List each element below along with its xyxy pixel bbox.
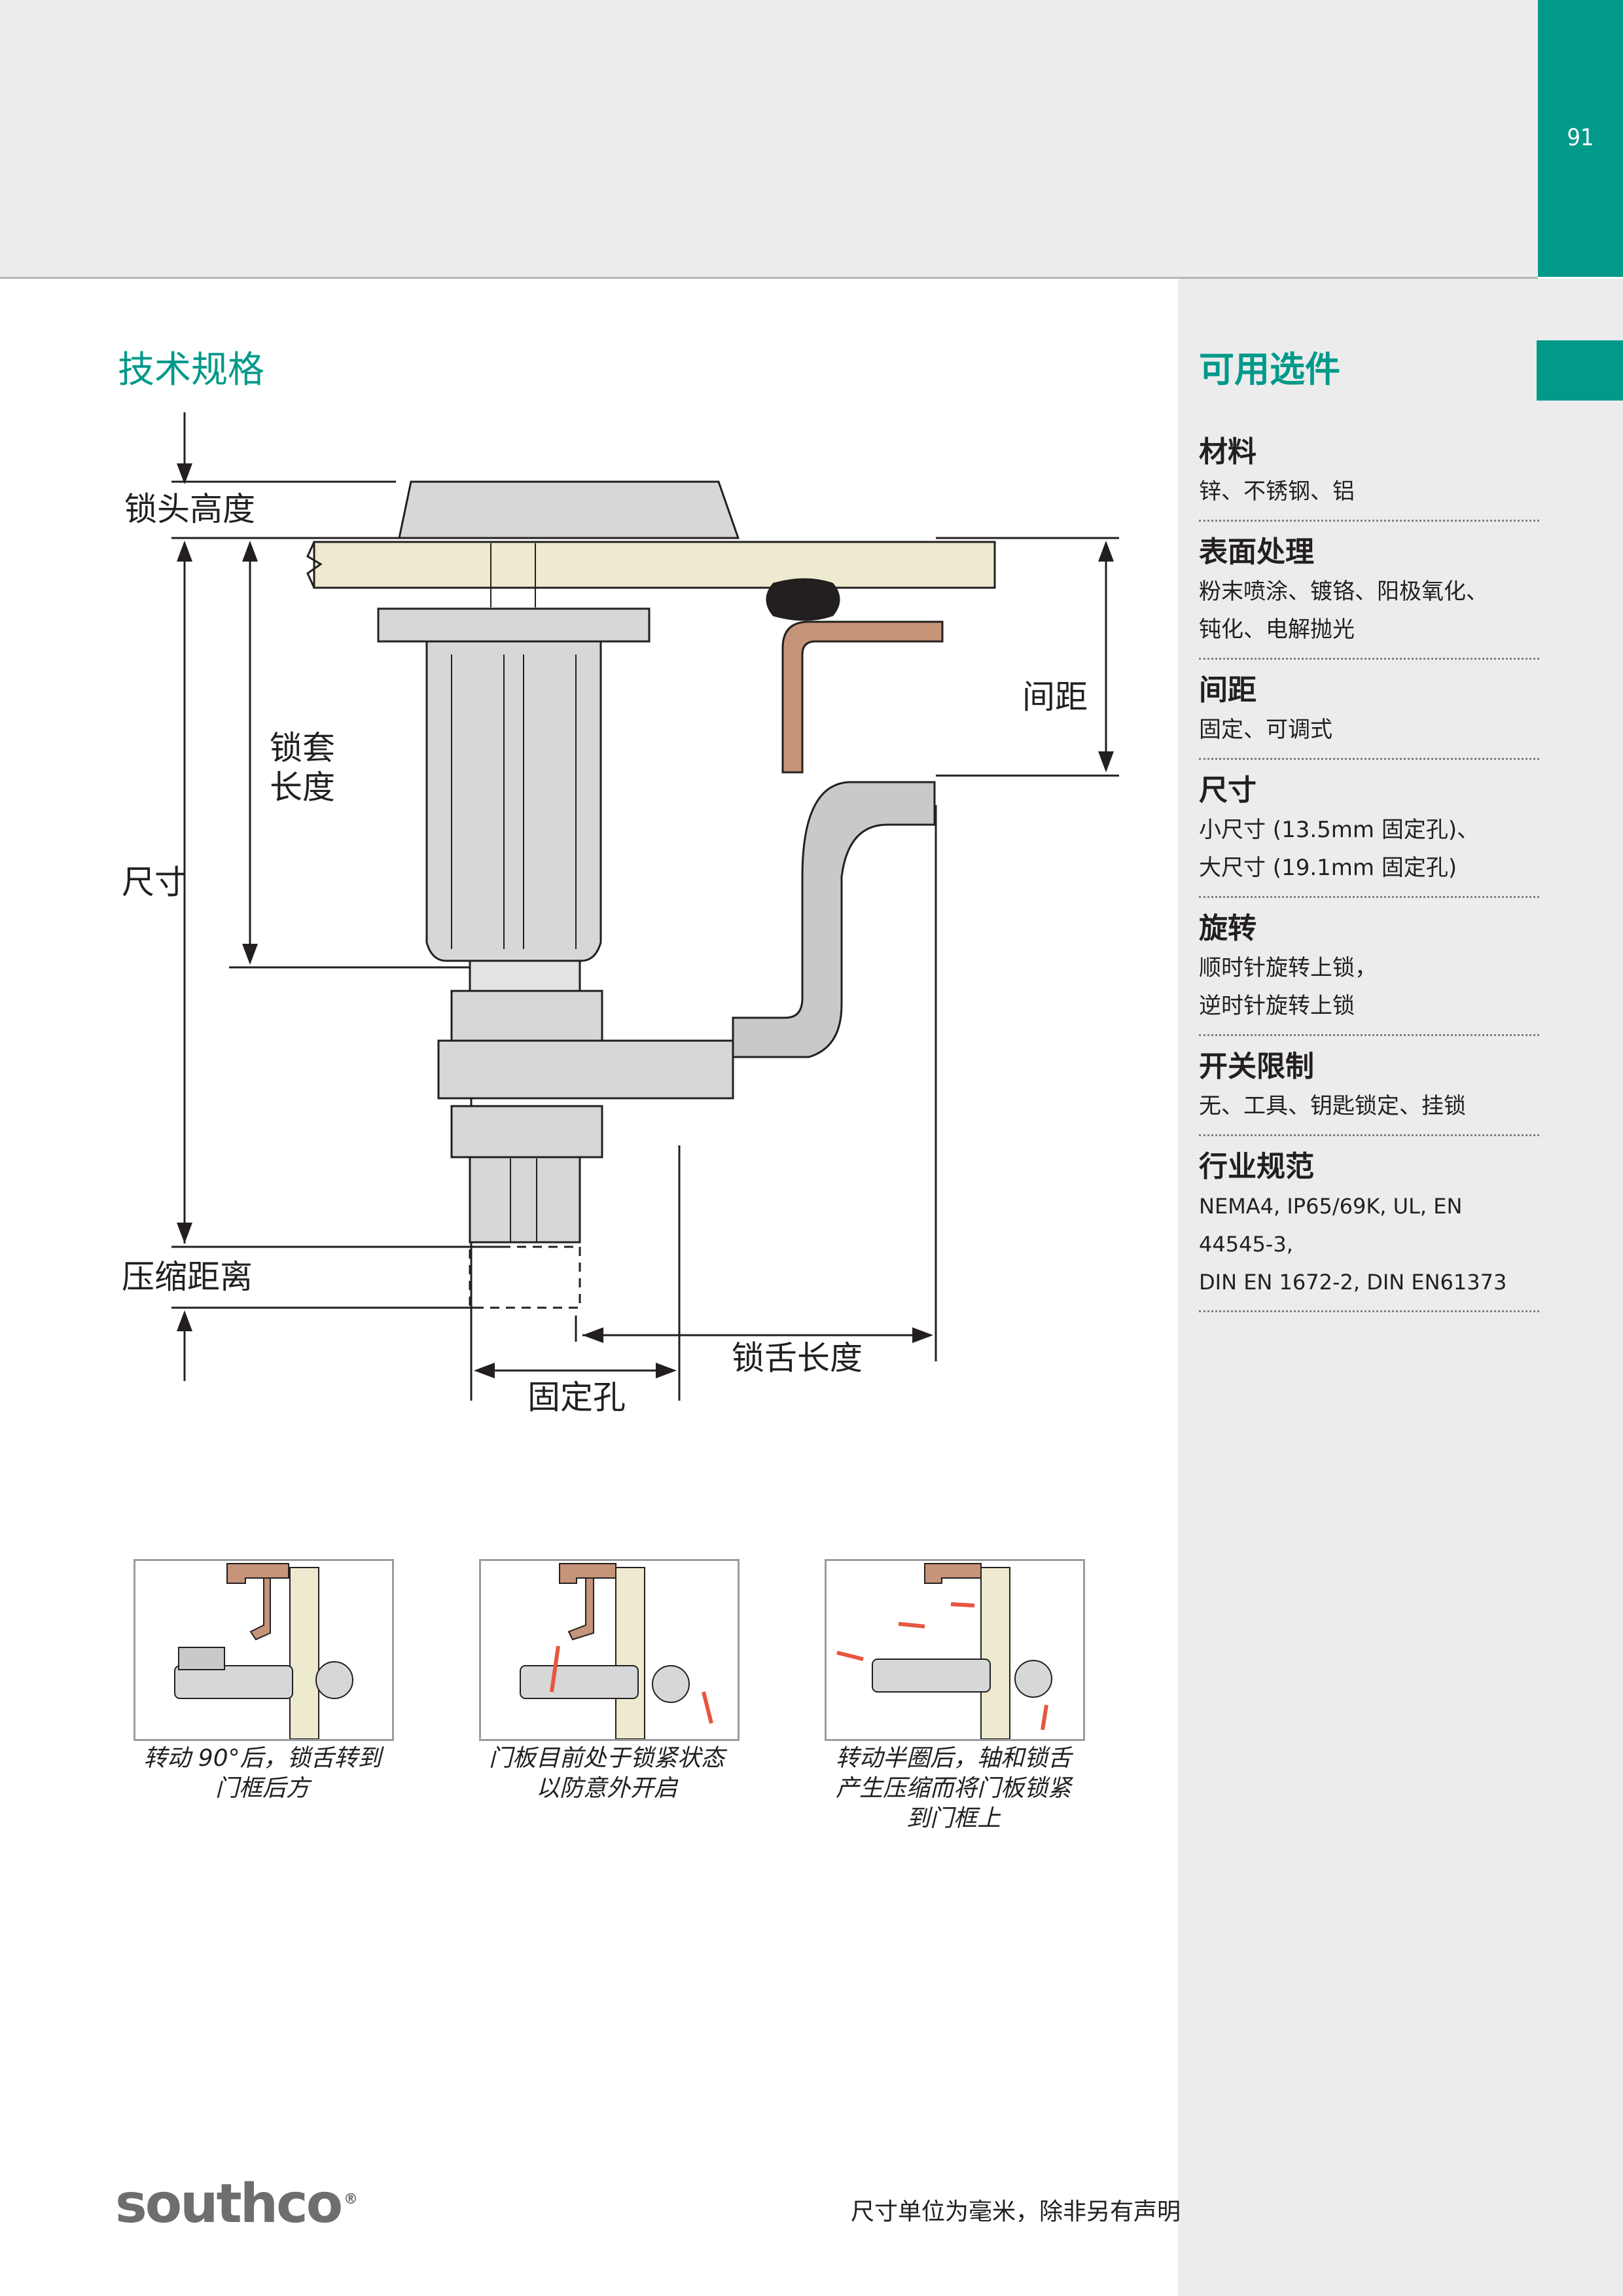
step-illustration-2 bbox=[479, 1559, 740, 1741]
sidebar-tab-marker bbox=[1537, 340, 1623, 401]
technical-drawing: 锁头高度 锁套 长度 尺寸 间距 压缩距离 锁舌长度 固定孔 bbox=[122, 412, 1119, 1416]
label-tongue-length: 锁舌长度 bbox=[732, 1339, 863, 1377]
option-value: 锌、不锈钢、铝 bbox=[1199, 478, 1355, 505]
header-band bbox=[0, 0, 1538, 279]
step-2-image bbox=[520, 1563, 713, 1740]
option-heading: 尺寸 bbox=[1199, 774, 1257, 807]
step-illustration-3 bbox=[825, 1559, 1085, 1741]
option-value: 固定、可调式 bbox=[1199, 717, 1332, 743]
label-compression-distance: 压缩距离 bbox=[122, 1258, 253, 1296]
option-size: 尺寸 小尺寸 (13.5mm 固定孔)、 大尺寸 (19.1mm 固定孔) bbox=[1199, 770, 1539, 898]
option-heading: 表面处理 bbox=[1199, 535, 1314, 569]
option-value: 钝化、电解抛光 bbox=[1199, 617, 1355, 643]
step-illustration-1 bbox=[134, 1559, 394, 1741]
southco-logo: southco® bbox=[115, 2173, 358, 2235]
option-heading: 材料 bbox=[1199, 435, 1257, 469]
option-value: DIN EN 1672-2, DIN EN61373 bbox=[1199, 1270, 1507, 1295]
options-list: 材料 锌、不锈钢、铝 表面处理 粉末喷涂、镀铬、阳极氧化、 钝化、电解抛光 间距… bbox=[1199, 432, 1539, 1323]
option-value: NEMA4, IP65/69K, UL, EN 44545-3, bbox=[1199, 1194, 1463, 1257]
step-1-image bbox=[174, 1563, 353, 1740]
option-heading: 间距 bbox=[1199, 673, 1257, 707]
label-head-height: 锁头高度 bbox=[124, 490, 255, 528]
label-mounting-hole: 固定孔 bbox=[527, 1378, 626, 1416]
option-material: 材料 锌、不锈钢、铝 bbox=[1199, 432, 1539, 522]
option-heading: 开关限制 bbox=[1199, 1050, 1314, 1083]
option-value: 逆时针旋转上锁 bbox=[1199, 993, 1355, 1019]
label-sleeve-length-2: 长度 bbox=[270, 768, 335, 806]
label-size: 尺寸 bbox=[122, 863, 187, 901]
option-value: 大尺寸 (19.1mm 固定孔) bbox=[1199, 855, 1457, 881]
step-3-image bbox=[836, 1563, 1052, 1740]
step-caption-3: 转动半圈后，轴和锁舌 产生压缩而将门板锁紧 到门框上 bbox=[835, 1745, 1071, 1832]
option-heading: 行业规范 bbox=[1199, 1150, 1314, 1183]
option-value: 粉末喷涂、镀铬、阳极氧化、 bbox=[1199, 579, 1488, 605]
page-tab bbox=[1538, 0, 1623, 277]
options-title: 可用选件 bbox=[1199, 349, 1340, 390]
option-standards: 行业规范 NEMA4, IP65/69K, UL, EN 44545-3, DI… bbox=[1199, 1147, 1539, 1312]
option-switch-limit: 开关限制 无、工具、钥匙锁定、挂锁 bbox=[1199, 1047, 1539, 1136]
label-spacing: 间距 bbox=[1022, 678, 1088, 716]
step-caption-2: 门板目前处于锁紧状态 以防意外开启 bbox=[488, 1745, 724, 1802]
page-number: 91 bbox=[1567, 124, 1594, 151]
options-panel bbox=[1178, 279, 1623, 2296]
option-value: 顺时针旋转上锁， bbox=[1199, 955, 1377, 981]
option-value: 小尺寸 (13.5mm 固定孔)、 bbox=[1199, 817, 1480, 843]
option-heading: 旋转 bbox=[1199, 912, 1257, 945]
step-caption-1: 转动 90°后，锁舌转到 门框后方 bbox=[143, 1745, 382, 1802]
label-sleeve-length-1: 锁套 bbox=[270, 729, 335, 767]
option-finish: 表面处理 粉末喷涂、镀铬、阳极氧化、 钝化、电解抛光 bbox=[1199, 532, 1539, 660]
option-rotation: 旋转 顺时针旋转上锁， 逆时针旋转上锁 bbox=[1199, 908, 1539, 1036]
option-value: 无、工具、钥匙锁定、挂锁 bbox=[1199, 1093, 1466, 1119]
unit-footnote: 尺寸单位为毫米，除非另有声明 bbox=[851, 2198, 1181, 2225]
option-spacing: 间距 固定、可调式 bbox=[1199, 670, 1539, 760]
section-title: 技术规格 bbox=[118, 349, 264, 391]
